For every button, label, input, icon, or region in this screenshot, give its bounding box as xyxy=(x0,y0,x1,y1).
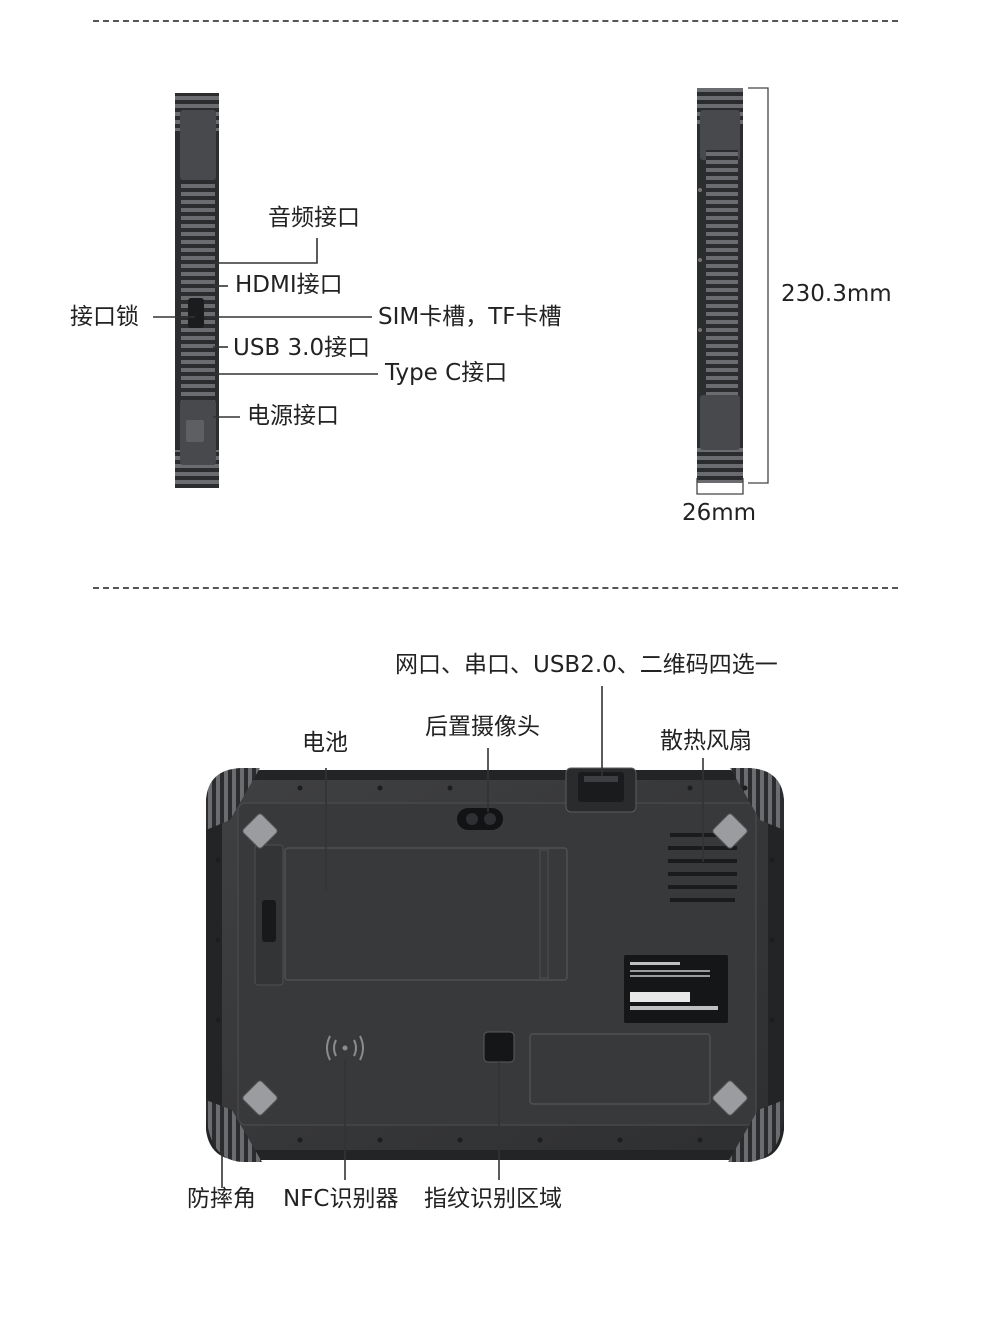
height-dimension: 230.3mm xyxy=(781,281,892,307)
usb3-port-label: USB 3.0接口 xyxy=(233,335,371,361)
thickness-dimension: 26mm xyxy=(682,500,757,526)
top-divider xyxy=(93,20,898,22)
back-view-device xyxy=(206,767,784,1162)
middle-divider xyxy=(93,587,898,589)
hdmi-port-label: HDMI接口 xyxy=(235,272,343,298)
rear-camera-label: 后置摄像头 xyxy=(425,714,540,740)
side-callout-lines xyxy=(153,238,378,418)
side-view-right xyxy=(697,88,743,483)
side-view-left xyxy=(175,93,219,488)
bumper-corner-label: 防摔角 xyxy=(187,1186,256,1212)
power-port-label: 电源接口 xyxy=(247,403,339,429)
audio-port-label: 音频接口 xyxy=(268,205,360,231)
fingerprint-area-label: 指纹识别区域 xyxy=(424,1186,562,1212)
back-callout-lines xyxy=(221,686,704,1188)
port-lock-label: 接口锁 xyxy=(70,304,139,330)
sim-tf-slot-label: SIM卡槽，TF卡槽 xyxy=(378,304,562,330)
typec-port-label: Type C接口 xyxy=(385,360,508,386)
dimension-lines xyxy=(696,87,769,495)
port-options-label: 网口、串口、USB2.0、二维码四选一 xyxy=(395,652,778,678)
battery-label: 电池 xyxy=(302,730,348,756)
nfc-reader-label: NFC识别器 xyxy=(283,1186,399,1212)
cooling-fan-label: 散热风扇 xyxy=(660,728,752,754)
